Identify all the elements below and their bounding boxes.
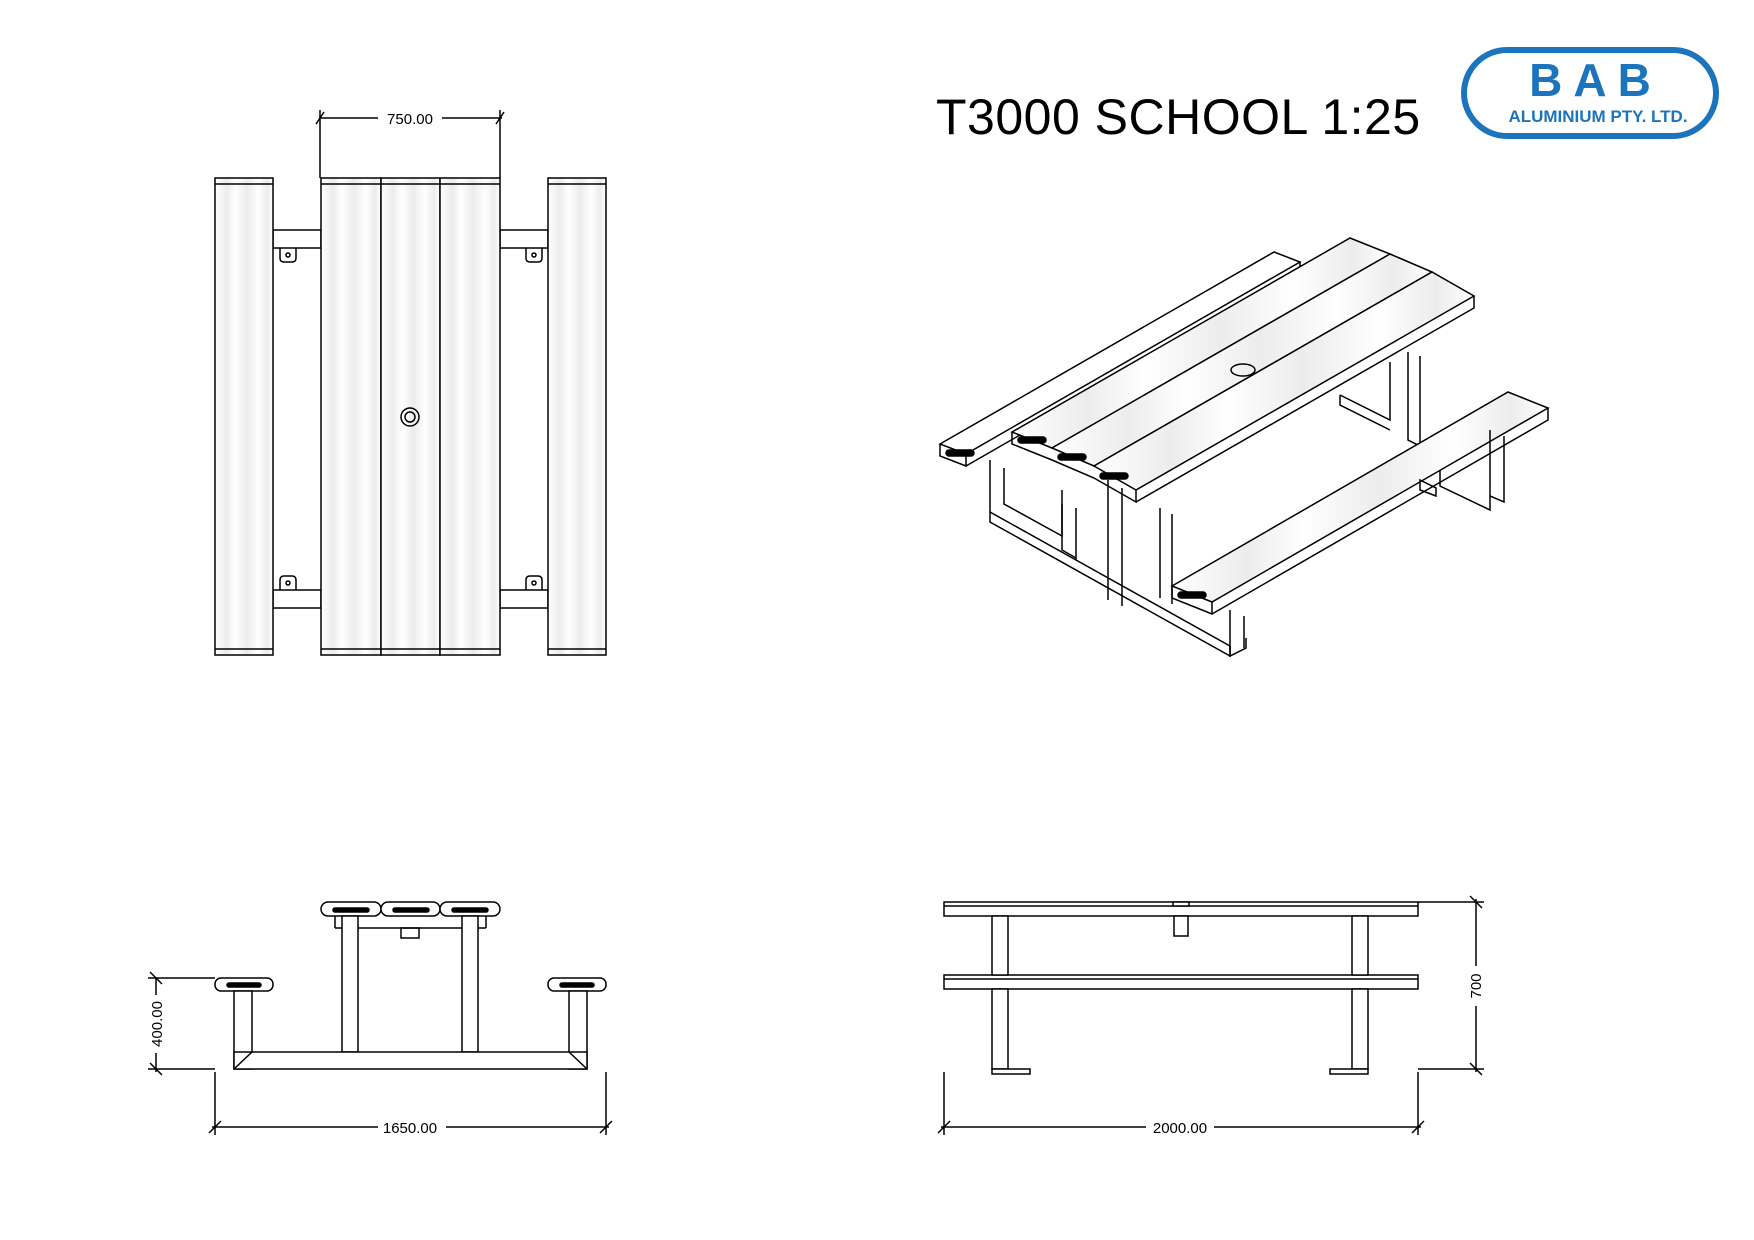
plan-top-slat-1 bbox=[320, 177, 382, 656]
end-elevation: 400.00 1650.00 bbox=[146, 901, 613, 1137]
logo-letters: B A B bbox=[1529, 54, 1651, 106]
logo-border bbox=[1461, 47, 1719, 139]
isometric-view bbox=[938, 237, 1550, 658]
side-seat bbox=[943, 974, 1419, 990]
dim-overall-height-label: 700 bbox=[1468, 973, 1485, 998]
logo-subtitle: ALUMINIUM PTY. LTD. bbox=[1508, 107, 1687, 126]
dim-seat-height-label: 400.00 bbox=[149, 1001, 166, 1047]
plan-seat-right bbox=[547, 177, 607, 656]
side-elevation: 700 2000.00 bbox=[937, 895, 1486, 1137]
umbrella-hole bbox=[400, 407, 420, 427]
bab-logo: B A B ALUMINIUM PTY. LTD. bbox=[1461, 47, 1719, 139]
dimension-top-width: 750.00 bbox=[315, 108, 505, 178]
dim-overall-width-label: 1650.00 bbox=[383, 1120, 437, 1137]
dimension-overall-length: 2000.00 bbox=[937, 1072, 1425, 1137]
drawing-title: T3000 SCHOOL 1:25 bbox=[936, 89, 1421, 145]
plan-view: 750.00 bbox=[214, 108, 607, 656]
dim-top-width-label: 750.00 bbox=[387, 111, 433, 128]
plan-top-slat-2 bbox=[380, 177, 441, 656]
plan-seat-left bbox=[214, 177, 274, 656]
dimension-seat-height: 400.00 bbox=[146, 971, 215, 1076]
dim-overall-length-label: 2000.00 bbox=[1153, 1120, 1207, 1137]
dimension-overall-height: 700 bbox=[1418, 895, 1486, 1076]
dimension-overall-width: 1650.00 bbox=[208, 1072, 613, 1137]
plan-top-slat-3 bbox=[439, 177, 501, 656]
